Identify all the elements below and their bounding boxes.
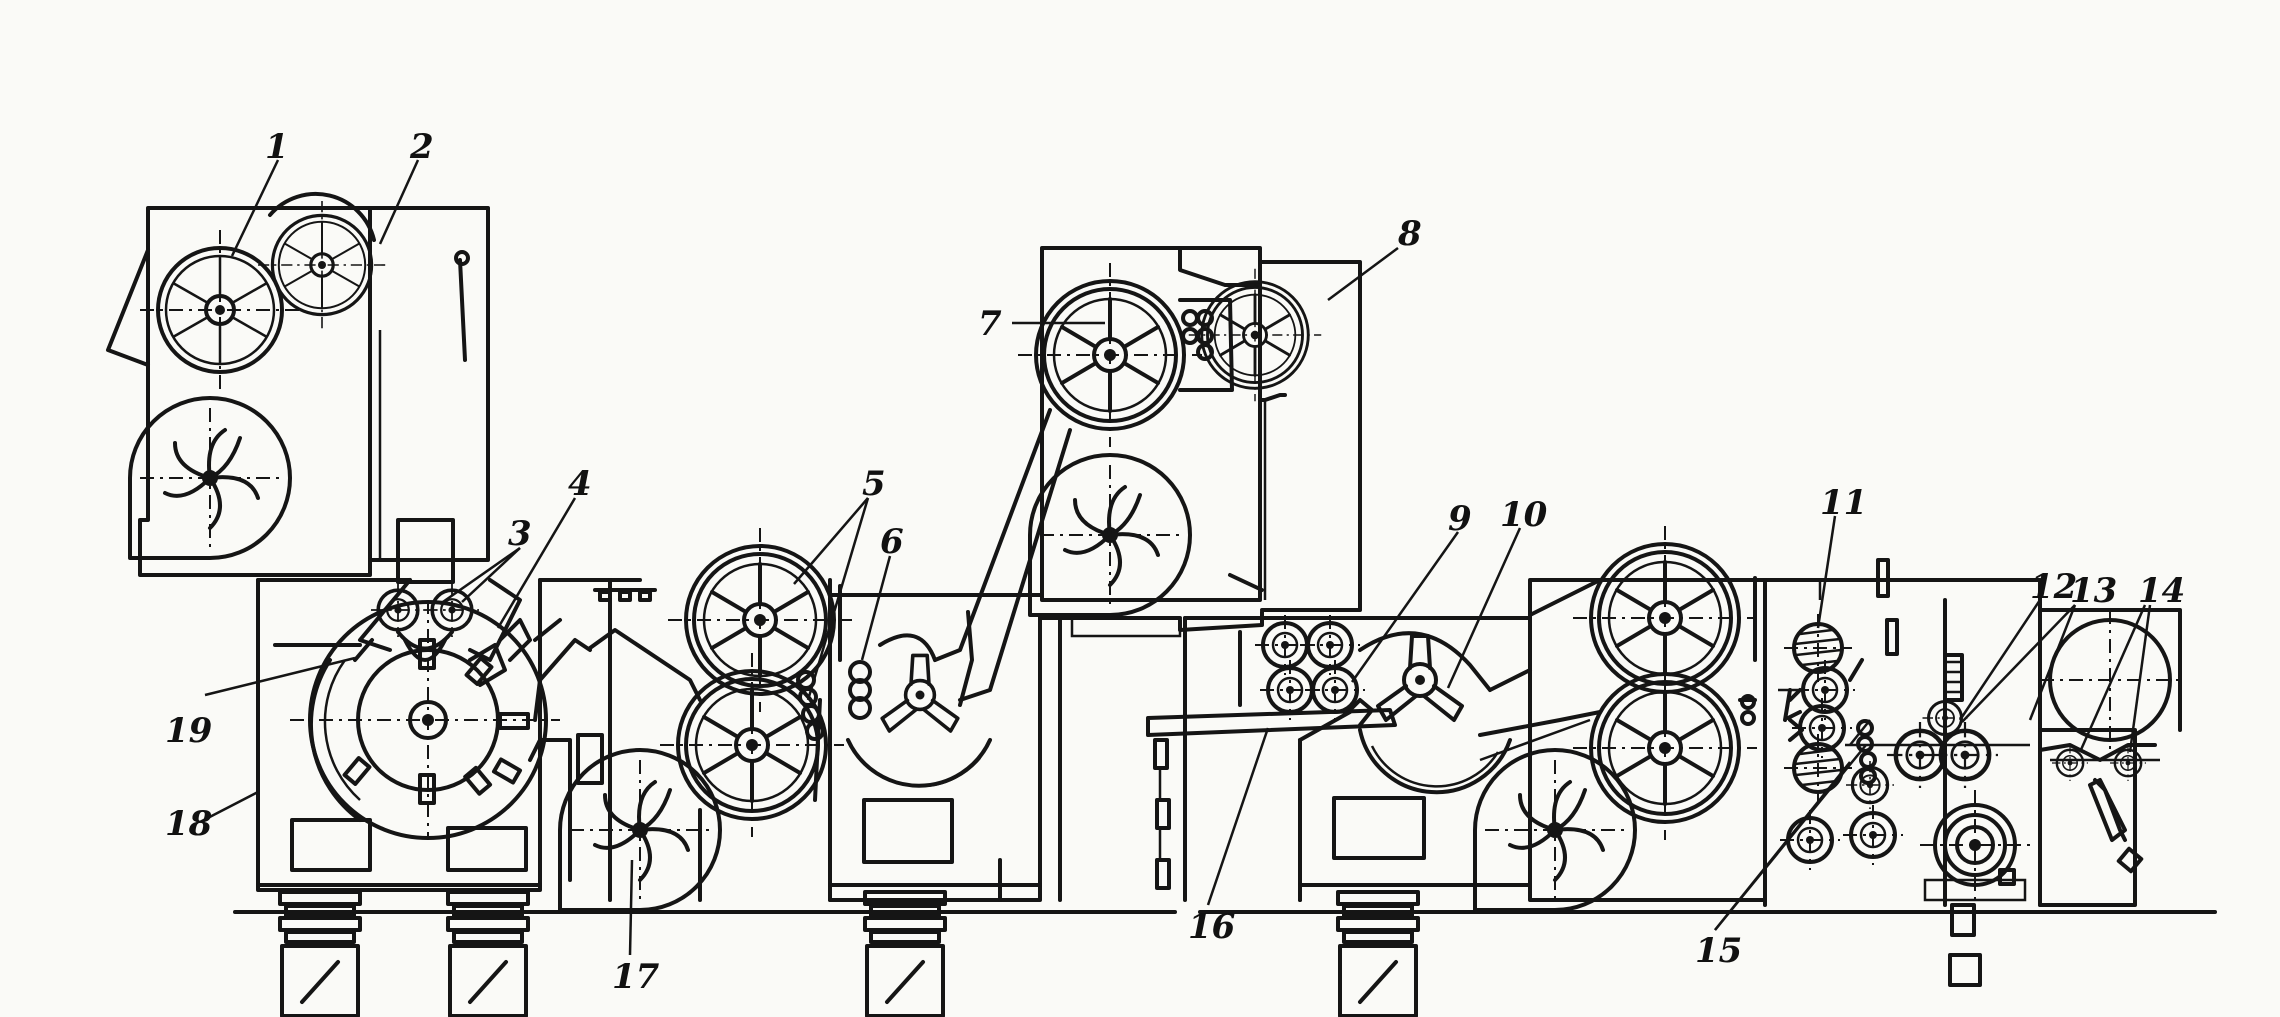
label-16: 16: [1188, 907, 1235, 947]
label-11: 11: [1820, 483, 1867, 523]
section-3: [1146, 524, 1767, 1017]
label-6: 6: [880, 522, 904, 562]
label-9: 9: [1448, 499, 1472, 539]
label-12: 12: [2030, 567, 2077, 607]
label-13: 13: [2070, 571, 2117, 611]
label-2: 2: [409, 127, 434, 167]
leader-lines: [199, 159, 2152, 956]
label-4: 4: [568, 464, 592, 504]
label-17: 17: [612, 957, 660, 997]
callout-labels: 1 2 3 4 5 6 7 8 9 10 11 12 13 14 15 16 1…: [165, 127, 2185, 997]
label-14: 14: [2138, 571, 2185, 611]
section-2: [828, 246, 1362, 1017]
section-4: [1763, 558, 2182, 987]
label-19: 19: [165, 711, 212, 751]
label-1: 1: [265, 127, 289, 167]
label-7: 7: [978, 304, 1002, 344]
section-1: [106, 191, 854, 1017]
label-8: 8: [1397, 214, 1422, 254]
label-10: 10: [1500, 495, 1548, 535]
label-5: 5: [862, 464, 886, 504]
label-15: 15: [1695, 931, 1742, 971]
label-18: 18: [165, 804, 212, 844]
label-3: 3: [508, 514, 532, 554]
